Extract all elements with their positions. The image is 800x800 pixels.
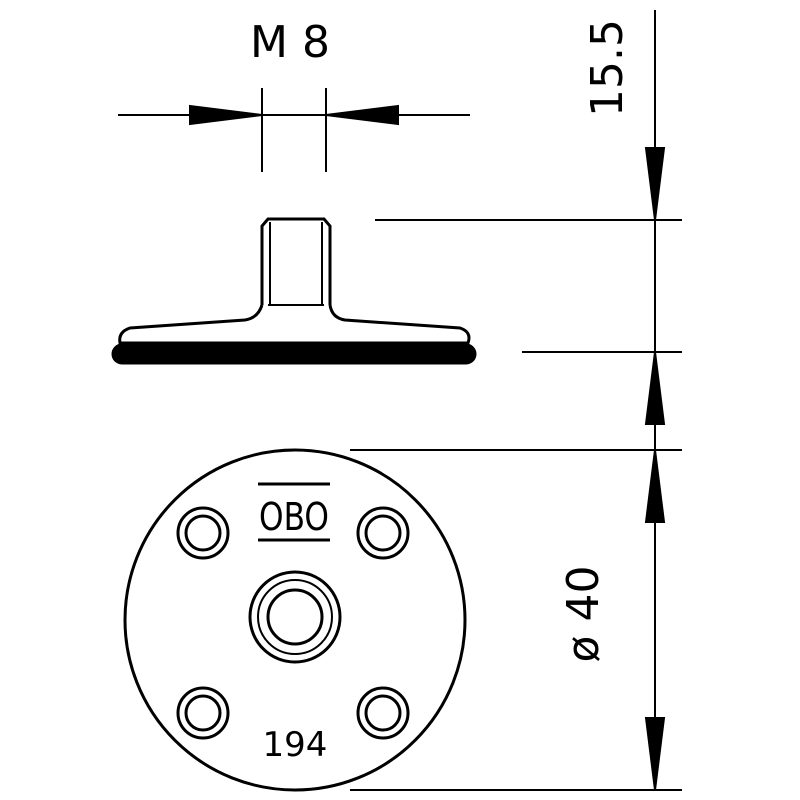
arrow-right-icon [189, 104, 263, 126]
diameter-label: ø 40 [558, 566, 609, 663]
height-dimension [350, 10, 682, 791]
arrow-down-icon [644, 147, 666, 221]
arrow-down-icon [644, 717, 666, 791]
arrow-up-icon [644, 351, 666, 425]
mounting-holes [176, 506, 410, 740]
arrow-up-icon [644, 449, 666, 523]
thread-label: M 8 [250, 17, 330, 68]
height-label: 15.5 [582, 19, 633, 117]
arrow-left-icon [325, 104, 399, 126]
thread-dimension [118, 88, 470, 172]
side-view [111, 217, 477, 365]
part-number: 194 [263, 725, 328, 765]
logo-text: OBO [259, 495, 329, 539]
top-view [123, 448, 467, 792]
base-pad [111, 343, 477, 365]
